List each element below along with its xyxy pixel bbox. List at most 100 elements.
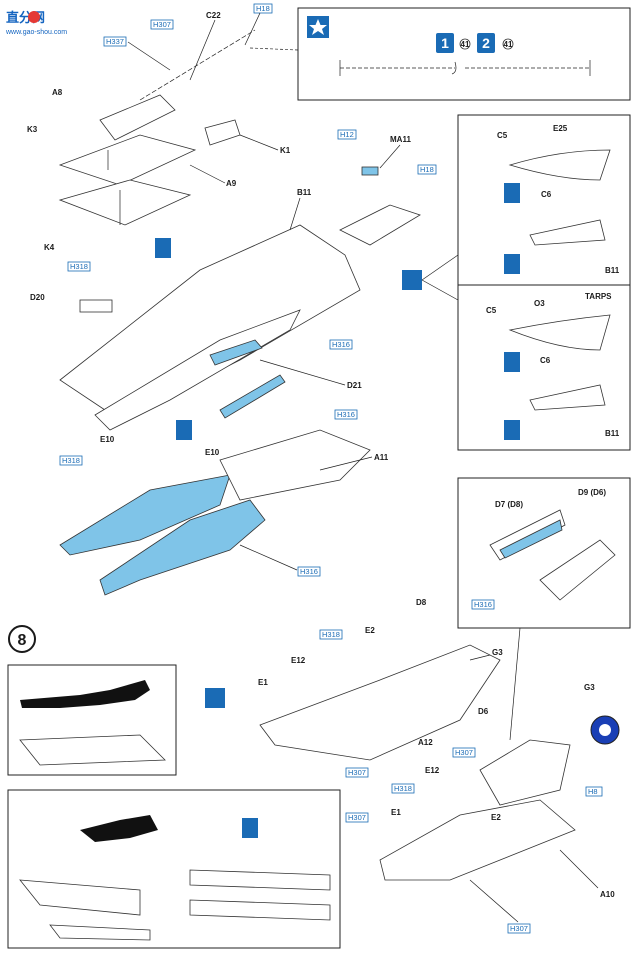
- svg-text:H318: H318: [394, 784, 412, 793]
- label-A8: A8: [52, 88, 63, 97]
- variant-2-badge: 2 41: [477, 33, 514, 53]
- label-B11: B11: [297, 188, 312, 197]
- label-D9: D9 (D6): [578, 488, 606, 497]
- svg-text:H316: H316: [332, 340, 350, 349]
- svg-text:H318: H318: [70, 262, 88, 271]
- svg-text:H307: H307: [348, 813, 366, 822]
- label-A10: A10: [600, 890, 615, 899]
- svg-text:H307: H307: [510, 924, 528, 933]
- code-H307-d: H307: [345, 812, 369, 823]
- glue-icon: [504, 352, 520, 372]
- wing-option-box-1: [7, 664, 177, 776]
- svg-text:H318: H318: [322, 630, 340, 639]
- step-number-badge: [8, 625, 36, 653]
- label-E2-a: E2: [365, 626, 375, 635]
- code-H318-a: H318: [67, 261, 91, 272]
- label-TARPS: TARPS: [585, 292, 612, 301]
- label-E12-b: E12: [425, 766, 440, 775]
- code-H316-c: H316: [297, 566, 321, 577]
- label-E2-b: E2: [491, 813, 501, 822]
- label-G3-b: G3: [584, 683, 595, 692]
- aircraft-silhouette-extended: [20, 680, 150, 708]
- code-H337: H337: [103, 36, 127, 47]
- glue-icon: [504, 183, 520, 203]
- code-H316-d: H316: [471, 599, 495, 610]
- label-G3-a: G3: [492, 648, 503, 657]
- label-D21: D21: [347, 381, 362, 390]
- code-H318-b: H318: [59, 455, 83, 466]
- label-O3: O3: [534, 299, 545, 308]
- svg-text:H316: H316: [474, 600, 492, 609]
- option-icon: [402, 270, 422, 290]
- label-D6: D6: [478, 707, 489, 716]
- label-K4: K4: [44, 243, 55, 252]
- label-A11: A11: [374, 453, 389, 462]
- svg-text:H307: H307: [153, 20, 171, 29]
- intake-box: [457, 477, 631, 629]
- code-H12: H12: [337, 129, 357, 140]
- svg-text:8: 8: [18, 632, 27, 649]
- label-B11-a: B11: [605, 266, 620, 275]
- svg-text:H12: H12: [340, 130, 354, 139]
- label-C22: C22: [206, 11, 221, 20]
- label-E1-a: E1: [258, 678, 268, 687]
- code-H307-e: H307: [507, 923, 531, 934]
- label-C6-b: C6: [540, 356, 551, 365]
- variant-1-badge: 1 41: [436, 33, 471, 53]
- svg-text:www.gao-shou.com: www.gao-shou.com: [5, 29, 67, 36]
- svg-text:H307: H307: [455, 748, 473, 757]
- glue-icon: [504, 254, 520, 274]
- label-D8: D8: [416, 598, 427, 607]
- code-H307-top: H307: [150, 19, 174, 30]
- code-H316-b: H316: [334, 409, 358, 420]
- code-H18-mid: H18: [417, 164, 437, 175]
- label-A12: A12: [418, 738, 433, 747]
- label-D20: D20: [30, 293, 45, 302]
- glue-icon: [155, 238, 171, 258]
- svg-text:2: 2: [482, 35, 490, 51]
- label-D7: D7 (D8): [495, 500, 523, 509]
- code-H18-top: H18: [253, 3, 273, 14]
- label-K1: K1: [280, 146, 291, 155]
- svg-text:H18: H18: [420, 165, 434, 174]
- glue-icon: [242, 818, 258, 838]
- nose-option-box-2: [457, 284, 631, 451]
- svg-text:41: 41: [504, 40, 513, 49]
- svg-text:H318: H318: [62, 456, 80, 465]
- code-H318-c: H318: [319, 629, 343, 640]
- svg-text:H8: H8: [588, 787, 598, 796]
- label-E10-a: E10: [100, 435, 115, 444]
- watermark-logo: 直分网 www.gao-shou.com: [5, 10, 67, 36]
- code-H307-c: H307: [452, 747, 476, 758]
- option-icon: [205, 688, 225, 708]
- svg-text:H316: H316: [300, 567, 318, 576]
- label-C6-a: C6: [541, 190, 552, 199]
- svg-text:H316: H316: [337, 410, 355, 419]
- svg-text:1: 1: [441, 35, 449, 51]
- label-C5-b: C5: [486, 306, 497, 315]
- code-H307-b: H307: [345, 767, 369, 778]
- svg-text:41: 41: [461, 40, 470, 49]
- label-B11-b: B11: [605, 429, 620, 438]
- label-MA11: MA11: [390, 135, 411, 144]
- label-A9: A9: [226, 179, 237, 188]
- antenna-variant-box: [297, 7, 631, 101]
- wing-option-box-2: [7, 789, 341, 949]
- label-E1-b: E1: [391, 808, 401, 817]
- code-H318-d: H318: [391, 783, 415, 794]
- code-H8: H8: [585, 786, 603, 797]
- svg-text:H307: H307: [348, 768, 366, 777]
- label-E12-a: E12: [291, 656, 306, 665]
- aircraft-silhouette-swept: [80, 815, 158, 842]
- svg-text:H337: H337: [106, 37, 124, 46]
- label-K3: K3: [27, 125, 38, 134]
- glue-icon: [504, 420, 520, 440]
- svg-text:H18: H18: [256, 4, 270, 13]
- glue-icon: [176, 420, 192, 440]
- label-E10-b: E10: [205, 448, 220, 457]
- label-C5-a: C5: [497, 131, 508, 140]
- code-H316-a: H316: [329, 339, 353, 350]
- label-E25: E25: [553, 124, 568, 133]
